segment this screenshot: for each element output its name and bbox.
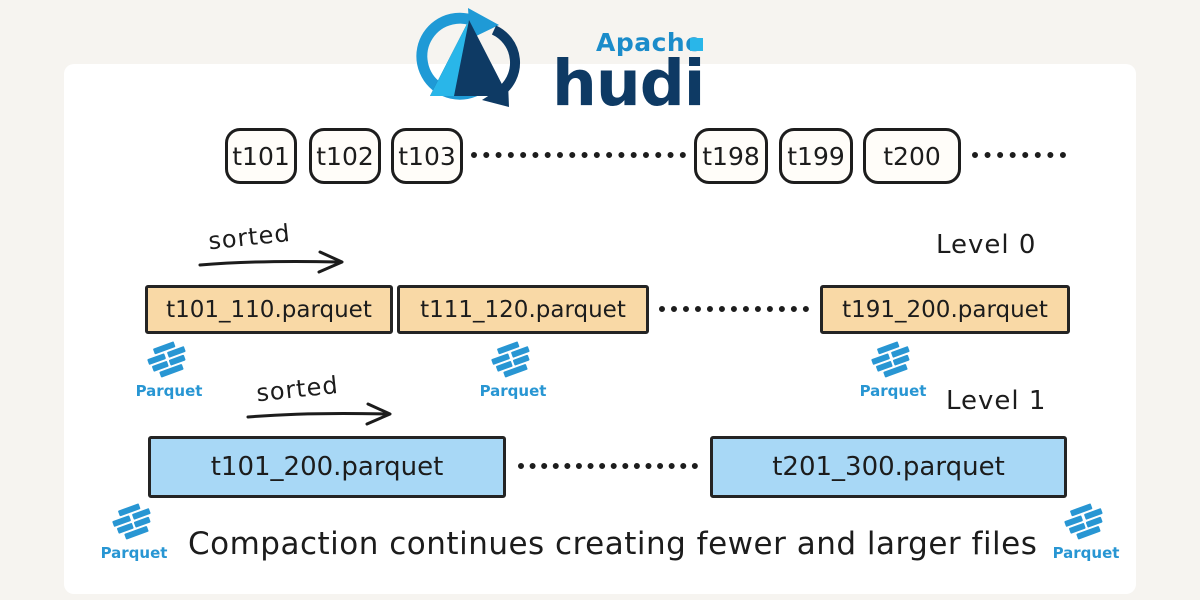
hudi-logo-text: Apache hudi [552,4,705,120]
parquet-icon [491,341,530,378]
hudi-logo: Apache hudi [396,4,705,120]
hudi-logo-icon [416,8,521,107]
hudi-i-dot [690,38,703,51]
parquet-label: Parquet [135,382,203,400]
level0-file-box: t191_200.parquet [820,285,1070,334]
logo-hudi-text: hudi [552,47,705,120]
parquet-label: Parquet [479,382,547,400]
parquet-badge: Parquet [96,503,172,562]
level0-file-box: t101_110.parquet [145,285,393,334]
parquet-badge: Parquet [475,341,551,400]
level1-file-box: t201_300.parquet [710,436,1067,498]
parquet-icon [1064,503,1103,540]
timeline-box: t198 [694,128,768,184]
dotted-connector-level0 [659,306,809,312]
timeline-box: t102 [309,128,381,184]
parquet-badge: Parquet [855,341,931,400]
parquet-label: Parquet [859,382,927,400]
timeline-box: t200 [863,128,961,184]
logo-apache-text: Apache [596,28,703,57]
dotted-connector-timeline [471,152,686,158]
sorted-annotation-level1: sorted [246,371,398,426]
parquet-icon [112,503,151,540]
parquet-icon [147,341,186,378]
timeline-box: t101 [225,128,297,184]
parquet-label: Parquet [100,544,168,562]
level1-file-box: t101_200.parquet [148,436,506,498]
parquet-badge: Parquet [1048,503,1124,562]
level0-label: Level 0 [936,230,1037,260]
level0-file-box: t111_120.parquet [397,285,649,334]
parquet-label: Parquet [1052,544,1120,562]
sorted-arrow-icon [198,250,344,274]
sorted-annotation-level0: sorted [198,219,350,274]
parquet-icon [871,341,910,378]
parquet-badge: Parquet [131,341,207,400]
dotted-connector-level1 [518,463,698,469]
caption: Compaction continues creating fewer and … [188,526,1038,562]
dotted-connector-timeline-trailing [972,152,1066,158]
sorted-arrow-icon [246,402,392,426]
timeline-box: t103 [391,128,463,184]
level1-label: Level 1 [946,386,1047,416]
timeline-box: t199 [779,128,853,184]
